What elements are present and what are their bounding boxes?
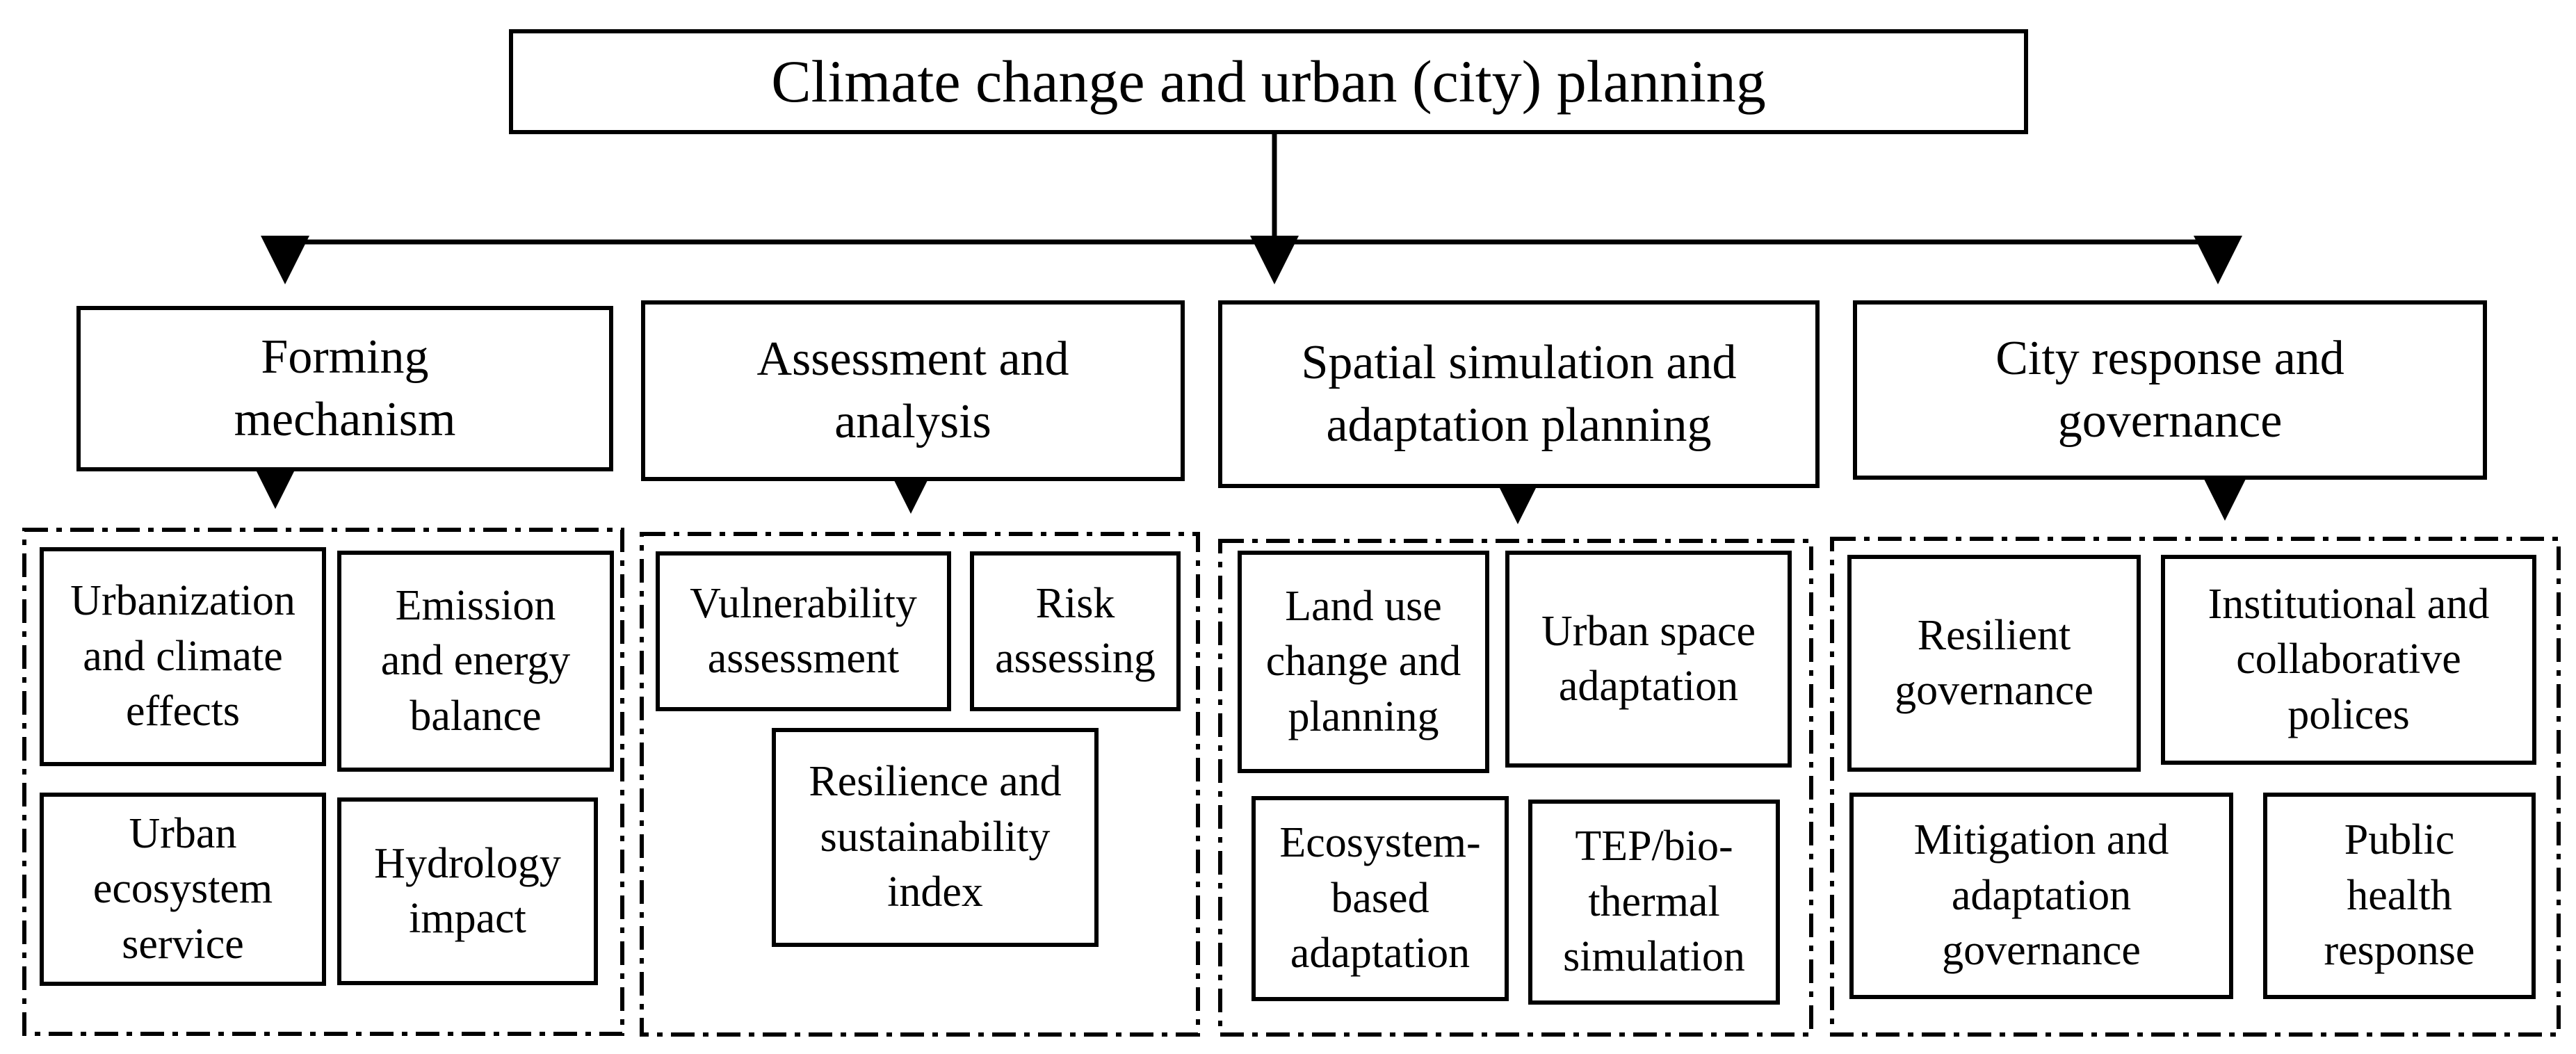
category-assessment-analysis: Assessment and analysis [641,300,1185,481]
leaf-label: Public health response [2324,816,2475,975]
leaf-hydrology-impact: Hydrology impact [337,797,598,985]
leaf-label: Ecosystem-based adaptation [1279,819,1481,978]
forming-group-frame [22,528,624,1036]
category-title: Spatial simulation and adaptation planni… [1301,336,1737,452]
city-group-frame [1830,537,2561,1037]
leaf-public-health-response: Public health response [2263,793,2536,999]
leaf-tep-biothermal-simulation: TEP/bio-thermal simulation [1528,800,1780,1005]
leaf-label: Land use change and planning [1265,582,1461,740]
leaf-urban-space-adaptation: Urban space adaptation [1505,551,1792,768]
leaf-label: Institutional and collaborative polices [2208,580,2490,738]
leaf-land-use-change-planning: Land use change and planning [1238,551,1489,773]
leaf-label: TEP/bio-thermal simulation [1563,822,1745,981]
category-forming-mechanism: Forming mechanism [76,306,613,471]
leaf-label: Mitigation and adaptation governance [1913,816,2169,975]
leaf-label: Urban space adaptation [1541,607,1756,710]
assessment-group-frame [640,532,1200,1037]
leaf-label: Vulnerability assessment [690,579,917,682]
leaf-resilience-sustainability-index: Resilience and sustainability index [772,728,1099,947]
leaf-ecosystem-based-adaptation: Ecosystem-based adaptation [1251,796,1509,1001]
leaf-label: Resilient governance [1895,611,2093,714]
category-title: Forming mechanism [234,330,456,446]
leaf-emission-energy-balance: Emission and energy balance [337,551,614,772]
leaf-urbanization-climate-effects: Urbanization and climate effects [40,547,326,766]
leaf-label: Emission and energy balance [380,581,571,740]
leaf-vulnerability-assessment: Vulnerability assessment [656,551,951,711]
leaf-label: Risk assessing [995,579,1156,682]
leaf-institutional-collaborative-polices: Institutional and collaborative polices [2161,555,2536,765]
leaf-risk-assessing: Risk assessing [970,551,1181,711]
leaf-label: Urbanization and climate effects [70,577,295,736]
leaf-label: Hydrology impact [374,839,561,942]
category-city-response: City response and governance [1853,300,2487,480]
category-title: Assessment and analysis [756,332,1069,448]
leaf-label: Urban ecosystem service [92,809,273,968]
category-spatial-simulation: Spatial simulation and adaptation planni… [1218,300,1820,488]
leaf-resilient-governance: Resilient governance [1847,555,2141,772]
root-node: Climate change and urban (city) planning [509,29,2028,134]
leaf-label: Resilience and sustainability index [809,758,1062,916]
leaf-mitigation-adaptation-governance: Mitigation and adaptation governance [1849,793,2233,999]
root-title: Climate change and urban (city) planning [771,48,1766,115]
spatial-group-frame [1218,539,1813,1037]
category-title: City response and governance [1995,332,2344,448]
leaf-urban-ecosystem-service: Urban ecosystem service [40,793,326,986]
